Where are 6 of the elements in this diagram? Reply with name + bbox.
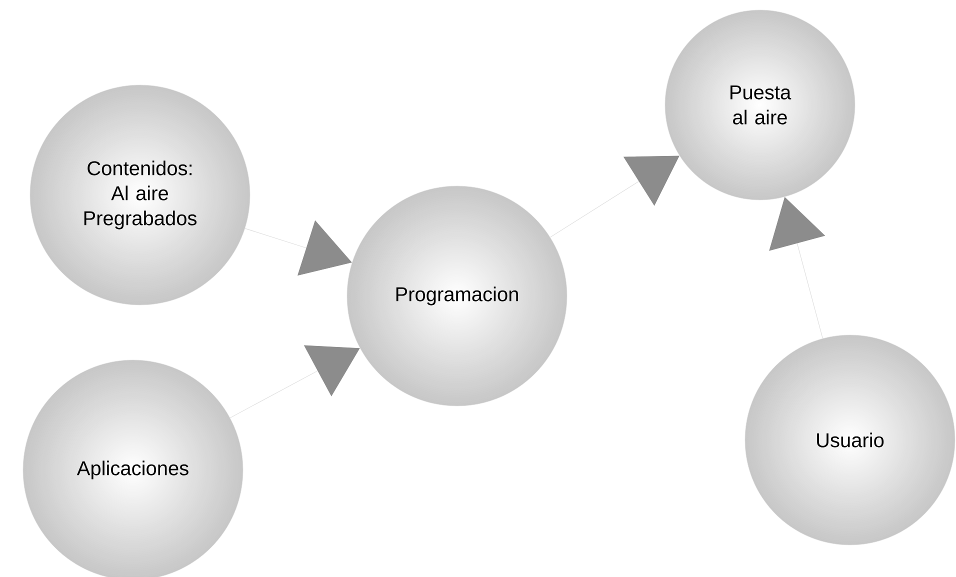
circle-node: Programacion xyxy=(346,186,568,406)
circle-node: Usuario xyxy=(744,334,956,546)
circle-node: Contenidos: Al aire Pregrabados xyxy=(30,84,250,306)
arrow xyxy=(230,345,360,418)
arrow xyxy=(550,156,680,238)
circle-node: Puesta al aire xyxy=(664,10,856,200)
